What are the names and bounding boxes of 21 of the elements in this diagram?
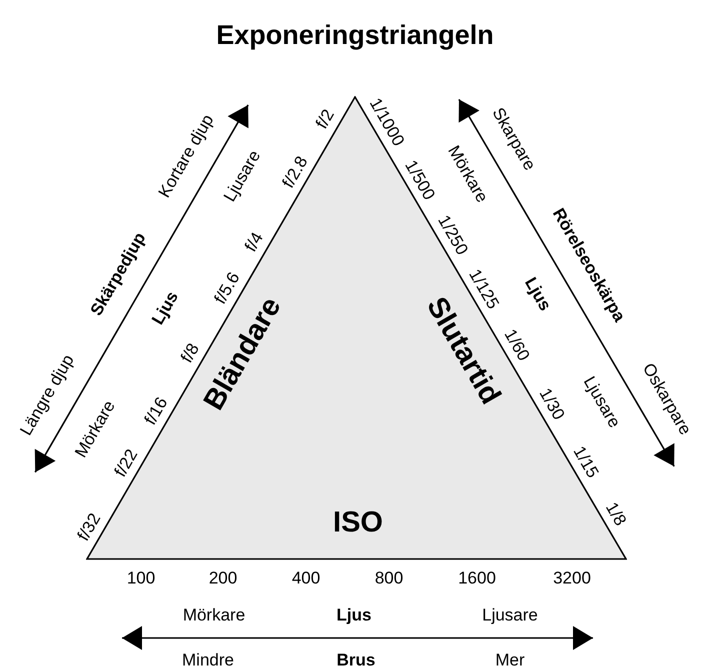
aperture-value: f/22 bbox=[112, 446, 141, 480]
scale-end-text: Mindre bbox=[182, 652, 234, 668]
iso-value: 400 bbox=[292, 570, 320, 586]
scale-end-text: Mörkare bbox=[182, 606, 246, 624]
scale-title: Ljus bbox=[336, 606, 372, 624]
aperture-value: f/2 bbox=[313, 106, 338, 132]
aperture-value: f/16 bbox=[142, 394, 171, 428]
iso-value: 200 bbox=[208, 570, 238, 586]
shutter-value: 1/8 bbox=[602, 499, 630, 528]
scale-title: Brus bbox=[336, 652, 376, 668]
iso-value: 1600 bbox=[458, 570, 496, 586]
triangle-side-title: ISO bbox=[333, 508, 383, 538]
iso-value: 100 bbox=[126, 570, 156, 586]
title: Exponeringstriangeln bbox=[215, 22, 495, 49]
iso-value: 3200 bbox=[553, 570, 591, 586]
scale-end-text: Mer bbox=[495, 652, 525, 668]
aperture-value: f/8 bbox=[178, 340, 202, 366]
iso-value: 800 bbox=[374, 570, 404, 586]
scale-end-text: Ljusare bbox=[482, 606, 538, 624]
aperture-value: f/32 bbox=[74, 510, 104, 544]
aperture-value: f/4 bbox=[242, 229, 267, 254]
